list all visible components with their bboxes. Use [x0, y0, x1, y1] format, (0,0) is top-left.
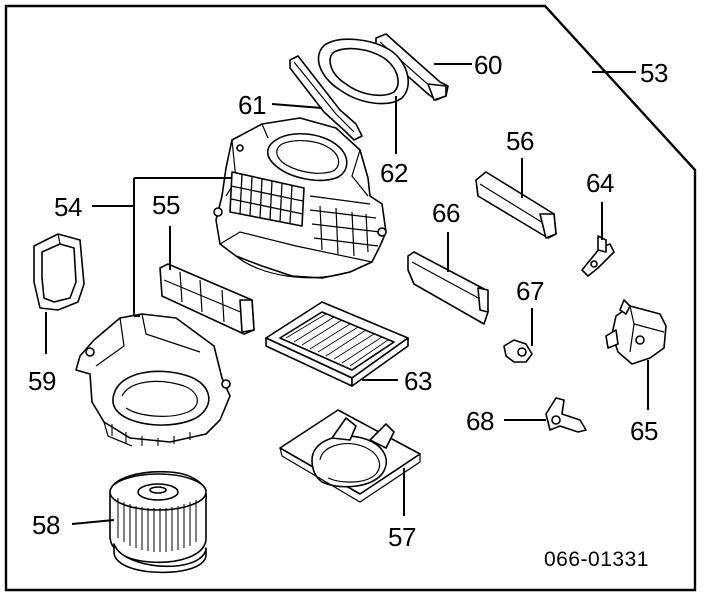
part-58-blower	[109, 470, 207, 574]
callout-57: 57	[388, 522, 416, 552]
part-66-door	[407, 251, 489, 325]
callout-67: 67	[516, 276, 544, 306]
part-59-seal	[33, 233, 85, 311]
callout-55: 55	[152, 190, 180, 220]
part-55-cover	[159, 263, 255, 335]
part-68-lever	[545, 397, 587, 433]
callout-53: 53	[640, 58, 668, 88]
callout-58: 58	[32, 510, 60, 540]
part-57-bracket	[279, 409, 421, 503]
part-64-lever	[581, 235, 615, 277]
callout-65: 65	[630, 416, 658, 446]
callout-68: 68	[466, 406, 494, 436]
callout-62: 62	[380, 158, 408, 188]
part-54-housing	[75, 313, 231, 447]
part-62-gasket	[317, 38, 410, 105]
part-67-clip	[503, 339, 533, 363]
callout-63: 63	[404, 366, 432, 396]
part-65-actuator	[605, 299, 667, 365]
leader-lines	[45, 63, 649, 525]
part-56-door	[475, 171, 557, 239]
part-main-case-upper	[213, 117, 387, 279]
callout-54: 54	[54, 192, 82, 222]
callout-61: 61	[238, 90, 266, 120]
callout-60: 60	[474, 50, 502, 80]
callout-64: 64	[586, 168, 614, 198]
diagram-code: 066-01331	[544, 548, 649, 571]
part-60-seal	[375, 33, 449, 101]
callout-66: 66	[432, 198, 460, 228]
callout-56: 56	[506, 126, 534, 156]
callout-59: 59	[28, 366, 56, 396]
diagram-border	[4, 4, 697, 592]
part-63-filter	[265, 301, 409, 387]
part-61-strip	[289, 55, 363, 141]
callout-labels: 53 54 55 56 57 58 59 60 61 62 63 64 65 6…	[28, 50, 668, 552]
